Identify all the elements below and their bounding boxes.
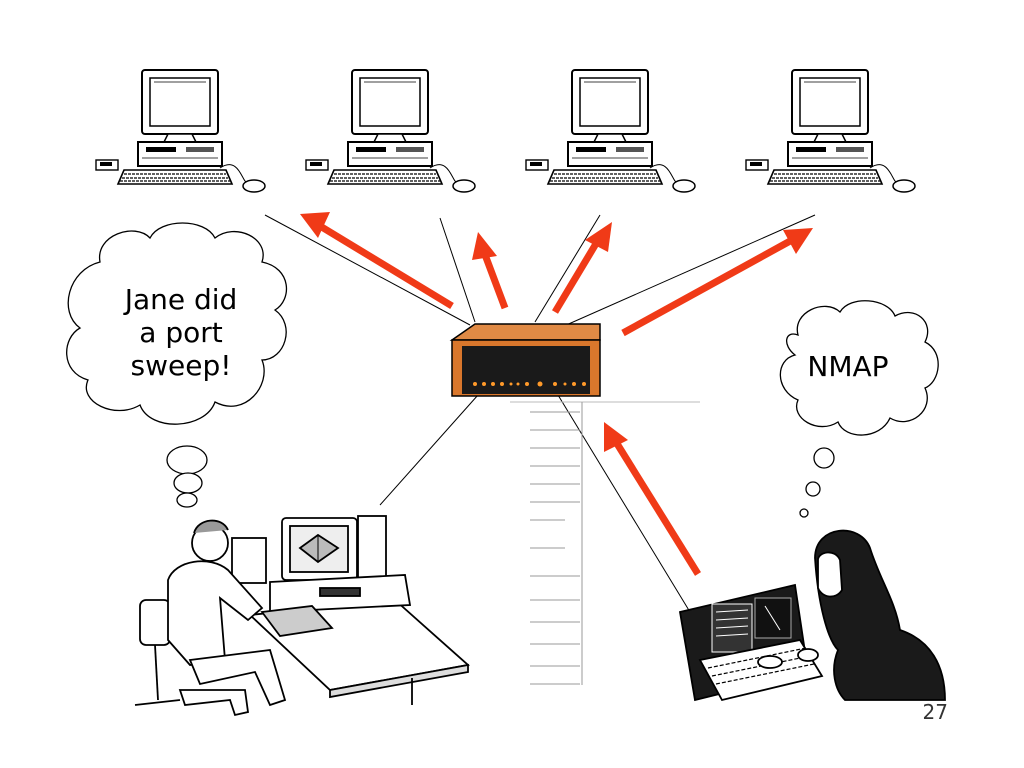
attacker-illustration xyxy=(678,529,946,702)
thought-text-left: Jane did a port sweep! xyxy=(96,283,266,382)
workstation-2 xyxy=(305,69,476,193)
thought-line-1: Jane did xyxy=(124,283,238,316)
router-icon xyxy=(449,323,601,397)
workstation-1 xyxy=(95,69,266,193)
wall-hatching xyxy=(510,401,700,685)
scan-arrows xyxy=(300,212,813,576)
thought-text-right: NMAP xyxy=(807,350,889,383)
workstation-4 xyxy=(745,69,916,193)
thought-cloud-left xyxy=(66,222,288,508)
thought-line-3: sweep! xyxy=(130,349,232,382)
thought-cloud-right xyxy=(779,300,939,518)
network-links xyxy=(264,214,816,613)
admin-illustration xyxy=(134,515,470,717)
page-number: 27 xyxy=(922,700,948,724)
workstation-3 xyxy=(525,69,696,193)
thought-line-2: a port xyxy=(139,316,223,349)
